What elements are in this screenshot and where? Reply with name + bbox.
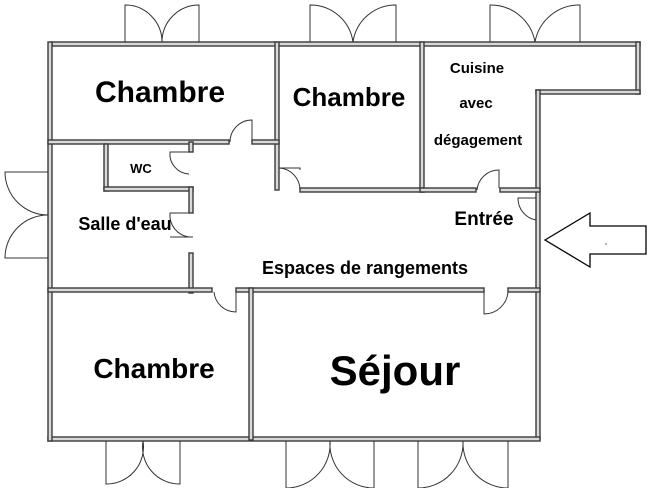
wall-east — [535, 89, 541, 441]
room-label-salle-deau: Salle d'eau — [78, 214, 171, 234]
window-south-2 — [285, 440, 375, 488]
room-label-chambre-n: Chambre — [293, 82, 406, 112]
wall-chambre-n-east — [419, 41, 425, 193]
wall-wc-east-top — [188, 141, 194, 153]
wall-kitchen-south-b — [499, 187, 541, 193]
door-sejour — [483, 291, 509, 315]
window-south-3 — [417, 440, 509, 488]
door-chambre-n — [278, 167, 301, 191]
room-label-chambre-nw: Chambre — [95, 76, 225, 109]
room-label-chambre-sw: Chambre — [93, 353, 214, 384]
room-label-rangements: Espaces de rangements — [262, 258, 468, 278]
wall-salle-east-b — [188, 252, 194, 294]
room-labels: Chambre Chambre Cuisine avec dégagement … — [78, 60, 522, 394]
windows — [4, 4, 581, 488]
interior-doors — [169, 119, 537, 315]
wall-chambre-nw-south — [47, 139, 230, 145]
left-arrow-icon — [543, 211, 647, 269]
door-kitchen — [476, 169, 500, 191]
window-north-1 — [124, 4, 200, 43]
wall-kitchen-south — [419, 187, 477, 193]
window-north-2 — [309, 4, 397, 43]
door-wc — [169, 151, 190, 175]
door-chambre-nw — [229, 119, 253, 143]
wall-kitchen-annex-east — [635, 41, 641, 95]
door-entree — [517, 197, 537, 221]
wall-chambre-nw-east — [274, 41, 280, 191]
wall-chambre-nw-south-b — [251, 139, 280, 145]
wall-west — [47, 41, 53, 442]
window-west — [4, 171, 49, 259]
wall-wc-south — [103, 186, 194, 192]
wall-storage-south-a — [47, 287, 213, 293]
room-label-cuisine-1: Cuisine — [450, 60, 504, 77]
window-north-3 — [489, 4, 581, 43]
wall-kitchen-annex-south — [535, 89, 641, 95]
door-salle-deau — [169, 212, 190, 238]
room-label-cuisine-2: avec — [459, 95, 492, 112]
wall-north — [51, 41, 641, 47]
door-chambre-sw — [213, 291, 237, 313]
wall-south — [47, 436, 541, 442]
room-label-wc: WC — [130, 161, 152, 176]
room-label-entree: Entrée — [454, 209, 513, 230]
wall-salle-east — [188, 186, 194, 214]
window-south-1 — [105, 440, 181, 485]
room-label-sejour: Séjour — [330, 347, 461, 394]
wall-chambre-n-south — [299, 187, 425, 193]
wall-sejour-west — [248, 287, 254, 441]
wall-storage-south-c — [507, 287, 541, 293]
walls — [47, 41, 641, 442]
wall-storage-south-b — [235, 287, 485, 293]
room-label-cuisine-3: dégagement — [434, 132, 522, 149]
wall-wc-west — [103, 143, 109, 192]
